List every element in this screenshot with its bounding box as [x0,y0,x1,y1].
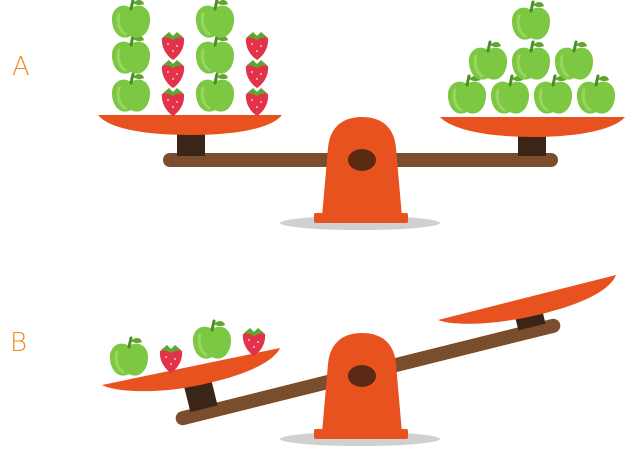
strawberry-icon [162,32,184,60]
apple-icon [577,76,615,114]
apple-icon [512,42,550,80]
apple-icon [469,42,507,80]
apple-icon [512,2,550,40]
scale-a-left-pan [98,115,282,135]
apple-icon [112,74,150,112]
apple-icon [196,0,234,38]
apple-icon [110,338,148,376]
scale-a [98,0,625,230]
apple-icon [193,321,231,359]
strawberry-icon [162,60,184,88]
apple-icon [555,42,593,80]
scale-a-label: A [12,52,30,82]
strawberry-icon [246,32,268,60]
scale-a-right-fruits [448,2,615,114]
scale-b-fulcrum-base [314,429,408,439]
apple-icon [112,0,150,38]
scale-b-right-pan [438,275,616,324]
scale-a-right-pan [440,117,625,137]
scale-b-label: B [10,328,27,358]
apple-icon [196,36,234,74]
apple-icon [534,76,572,114]
apple-icon [448,76,486,114]
scale-a-left-fruits [112,0,268,116]
apple-icon [196,74,234,112]
strawberry-icon [160,345,182,373]
apple-icon [112,36,150,74]
strawberry-icon [162,88,184,116]
apple-icon [491,76,529,114]
strawberry-icon [246,60,268,88]
scale-b-fulcrum-hole [348,365,376,387]
scale-a-fulcrum-hole [348,149,376,171]
scale-b [102,275,616,446]
scale-a-fulcrum-base [314,213,408,223]
strawberry-icon [246,88,268,116]
